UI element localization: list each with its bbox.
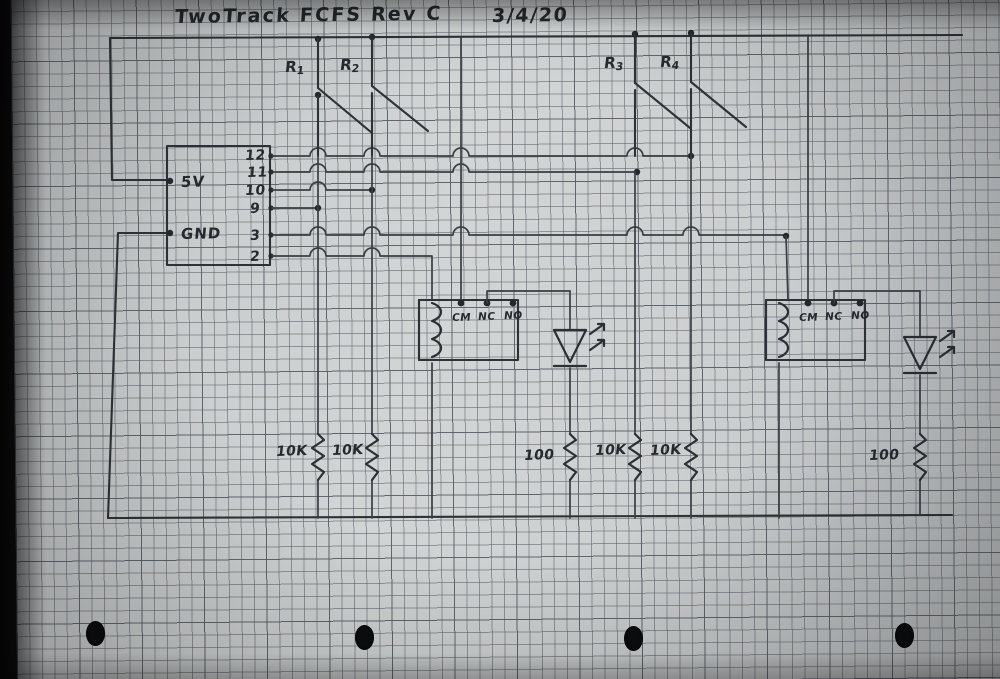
resistor-label-center-2: 10K [649, 441, 683, 460]
pin-label-9: 9 [249, 200, 262, 218]
bus-pin-3 [271, 226, 790, 301]
relay-right-label-NC: NC [824, 310, 844, 324]
relay-left-terminal-NO [509, 299, 517, 307]
pin-label-10: 10 [244, 182, 267, 200]
switch-label-R4: R4 [659, 53, 681, 73]
punch-hole [86, 621, 105, 646]
gnd-rail [106, 231, 954, 520]
resistor-left-1 [310, 432, 326, 482]
bus-pin-12 [271, 147, 695, 160]
resistor-label-center-1: 10K [594, 441, 628, 460]
resistor-left-2 [364, 432, 380, 482]
page-title: TwoTrack FCFS Rev C [174, 2, 444, 29]
gnd-terminal-dot [166, 229, 174, 237]
relay-right-label-NO: NO [850, 309, 871, 323]
switch-label-R3-sub: 3 [614, 60, 625, 74]
pin-label-11: 11 [246, 164, 269, 182]
gnd-label: GND [180, 224, 223, 244]
led-right [902, 329, 956, 375]
relay-right-terminal-CM [804, 299, 812, 307]
relay-right-terminal-NO [856, 299, 864, 307]
relay-right [764, 290, 921, 362]
switch-R4[interactable] [687, 29, 748, 158]
pin-label-12: 12 [244, 147, 267, 165]
relay-left-label-NC: NC [477, 310, 497, 324]
resistor-label-center-led: 100 [523, 446, 556, 465]
bus-pin-9 [271, 204, 322, 212]
resistor-label-right-led: 100 [868, 446, 901, 465]
resistor-center-led [562, 432, 578, 482]
relay-left [417, 290, 571, 362]
punch-hole [624, 626, 643, 651]
resistor-right-led [912, 432, 928, 482]
punch-hole [895, 623, 914, 648]
pin-label-3: 3 [249, 227, 262, 245]
switch-label-R2-sub: 2 [350, 62, 361, 76]
switch-R3[interactable] [631, 30, 692, 158]
relay-right-label-CM: CM [798, 311, 819, 325]
pin-label-2: 2 [249, 248, 262, 266]
resistor-label-left-1: 10K [275, 442, 309, 461]
bus-pin-2 [271, 247, 433, 301]
punch-hole [355, 625, 374, 650]
relay-left-label-CM: CM [451, 311, 472, 325]
date-label: 3/4/20 [491, 4, 570, 28]
resistor-center-2 [683, 432, 699, 482]
bus-pin-11 [271, 163, 641, 176]
relay-left-terminal-CM [457, 299, 465, 307]
resistor-label-left-2: 10K [331, 441, 365, 460]
switch-label-R1-sub: 1 [295, 64, 306, 78]
led-left [552, 322, 606, 368]
switch-label-R2: R2 [339, 56, 361, 76]
switch-label-R1: R1 [284, 58, 306, 78]
vcc-rail [108, 33, 964, 182]
switch-label-R3: R3 [603, 54, 625, 74]
relay-left-label-NO: NO [503, 309, 524, 323]
resistor-center-1 [627, 432, 643, 482]
vcc-terminal-dot [166, 177, 174, 185]
vcc-label: 5V [180, 172, 206, 192]
switch-label-R4-sub: 4 [670, 59, 681, 73]
switch-R1[interactable] [314, 35, 374, 158]
bus-pin-10 [271, 181, 376, 194]
switch-R2[interactable] [368, 33, 430, 158]
